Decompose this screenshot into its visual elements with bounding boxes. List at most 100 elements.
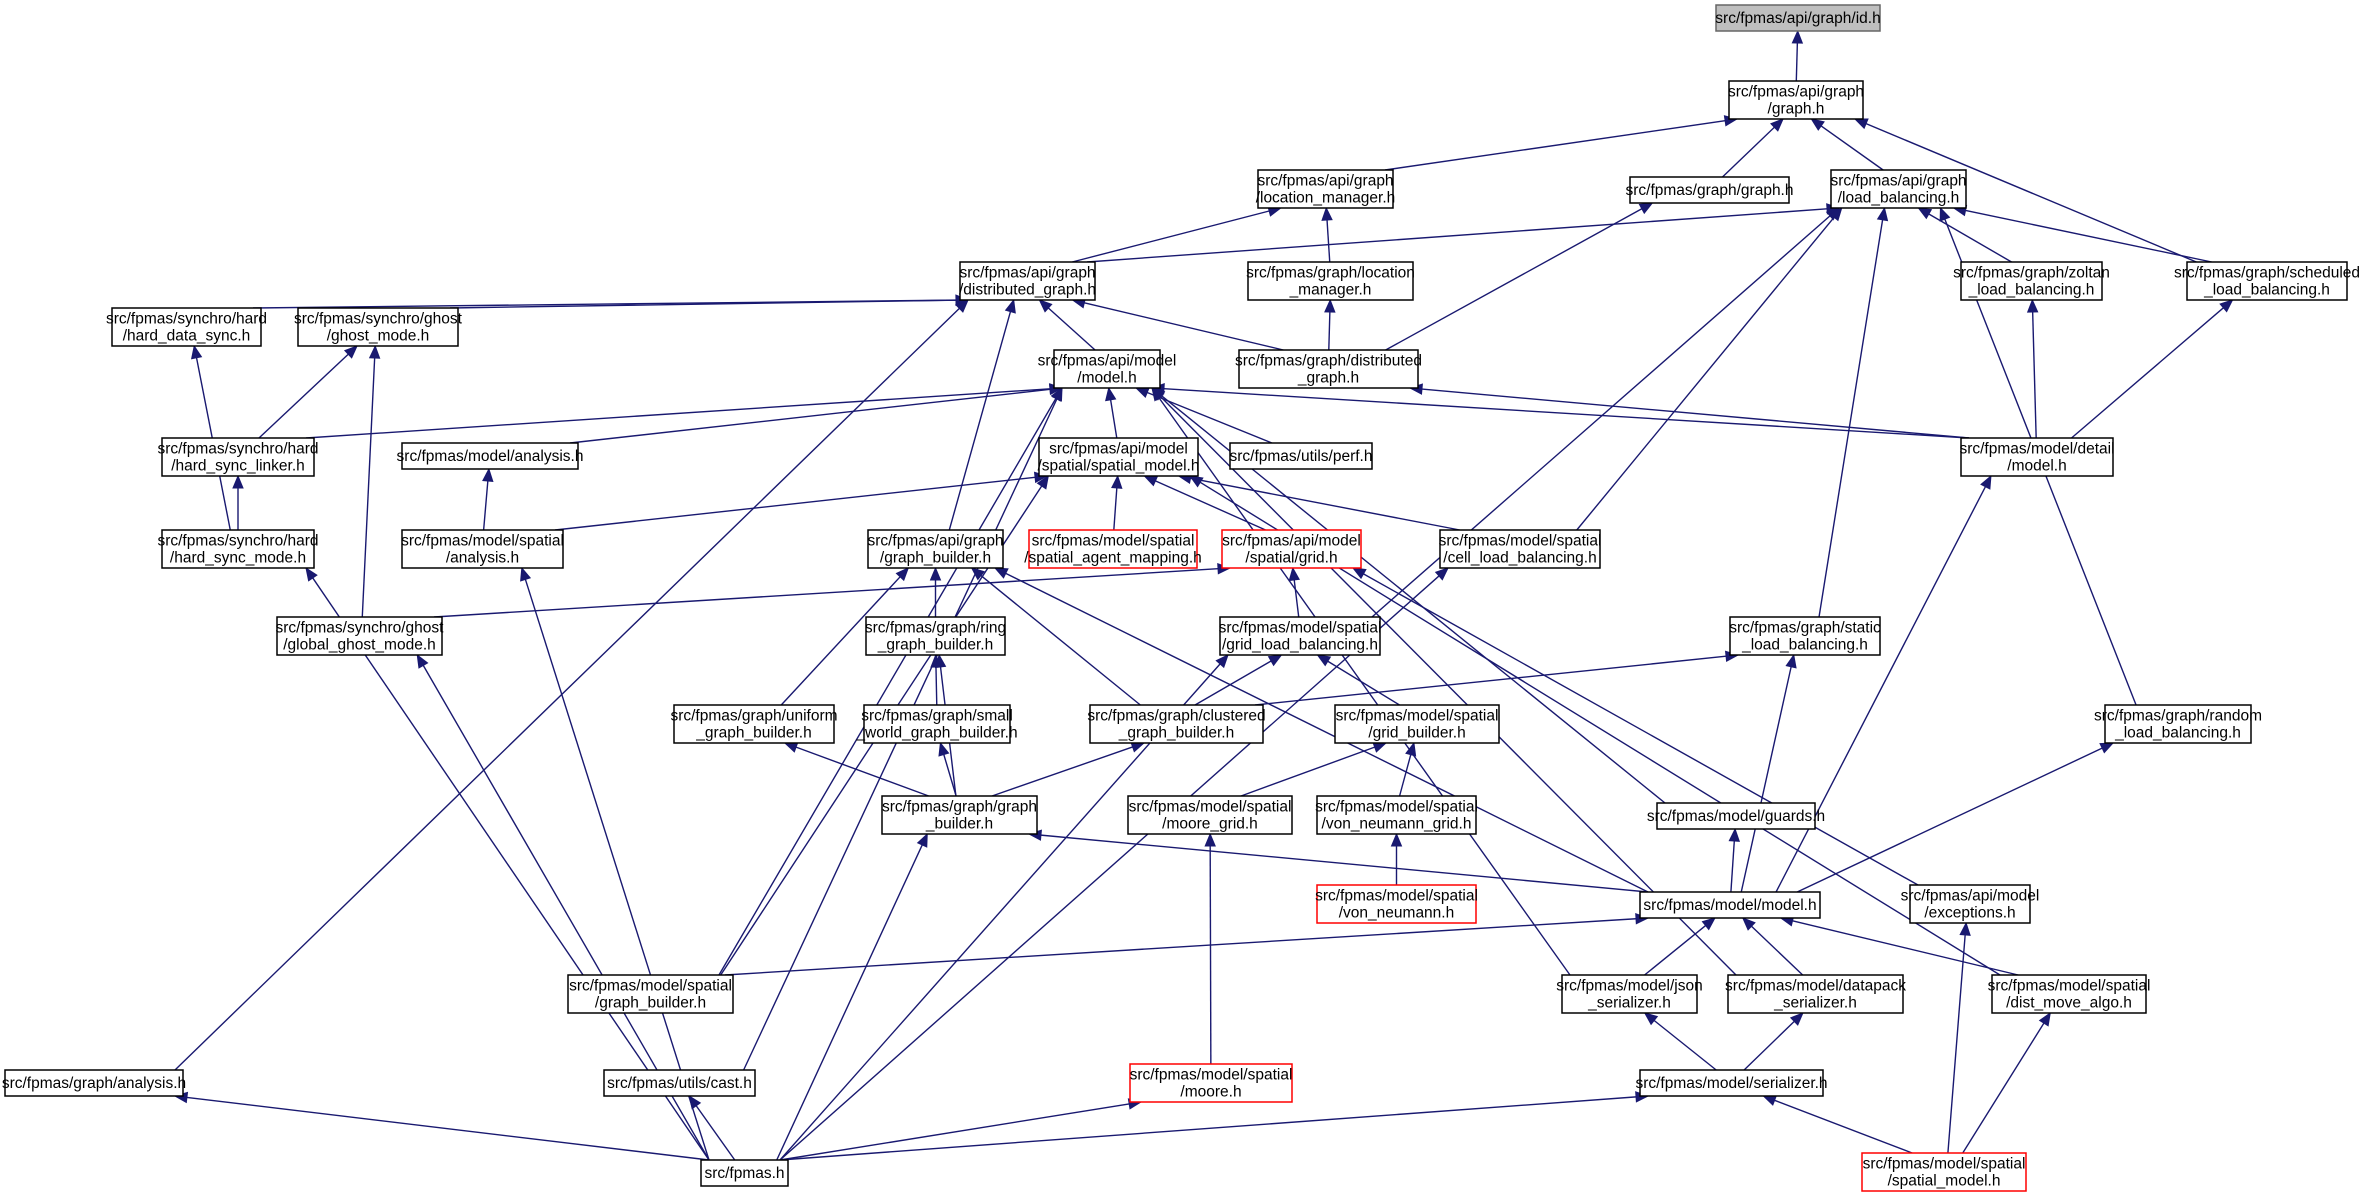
node-box (863, 704, 1011, 744)
node-hard-sync-mode[interactable]: src/fpmas/synchro/hard/hard_sync_mode.h (157, 529, 319, 569)
node-cell-load-balancing[interactable]: src/fpmas/model/spatial/cell_load_balanc… (1439, 529, 1602, 569)
node-random-lb[interactable]: src/fpmas/graph/random_load_balancing.h (2094, 704, 2262, 744)
edge-grid_builder-to-grid_load_balancing (1316, 654, 1400, 706)
node-guards[interactable]: src/fpmas/model/guards.h (1647, 802, 1825, 830)
edge-exceptions-to-api_grid (1351, 567, 1919, 886)
edge-hard_sync_mode-to-hard_sync_linker (232, 474, 244, 530)
edge-cell_load_balancing-to-api_load_balancing (1576, 206, 1843, 531)
node-graph-builder[interactable]: src/fpmas/graph/graph_builder.h (881, 795, 1038, 835)
node-label-line: src/fpmas/synchro/hard (157, 533, 318, 550)
node-moore-grid[interactable]: src/fpmas/model/spatial/moore_grid.h (1127, 795, 1293, 835)
node-api-grid[interactable]: src/fpmas/api/model/spatial/grid.h (1221, 529, 1362, 569)
node-label-line: _manager.h (1289, 282, 1372, 299)
edge-moore-to-moore_grid (1204, 832, 1216, 1065)
node-label-line: src/fpmas/model/analysis.h (397, 448, 584, 465)
node-graph-graph[interactable]: src/fpmas/graph/graph.h (1625, 176, 1794, 204)
node-graph-analysis[interactable]: src/fpmas/graph/analysis.h (2, 1069, 186, 1097)
node-model-model[interactable]: src/fpmas/model/model.h (1639, 891, 1821, 919)
node-label-line: src/fpmas/model/guards.h (1647, 808, 1825, 825)
node-spatial-graph-builder[interactable]: src/fpmas/model/spatial/graph_builder.h (567, 974, 734, 1014)
node-api-spatial-model[interactable]: src/fpmas/api/model/spatial/spatial_mode… (1038, 437, 1200, 477)
node-spatial-agent-mapping[interactable]: src/fpmas/model/spatial/spatial_agent_ma… (1024, 529, 1202, 569)
node-box (1639, 1069, 1824, 1097)
edge-spatial_model-to-serializer (1762, 1095, 1913, 1154)
node-grid-load-balancing[interactable]: src/fpmas/model/spatial/grid_load_balanc… (1219, 616, 1382, 656)
node-utils-cast[interactable]: src/fpmas/utils/cast.h (603, 1069, 756, 1097)
node-hard-data-sync[interactable]: src/fpmas/synchro/hard/hard_data_sync.h (106, 307, 267, 347)
node-label-line: _graph.h (1297, 370, 1359, 387)
edge-global_ghost_mode-to-api_grid (433, 563, 1232, 618)
edge-datapack-to-model_model (1741, 917, 1804, 976)
node-label-line: src/fpmas/graph/random (2094, 708, 2262, 725)
node-box (1960, 261, 2103, 301)
edge-uniform_graph_builder-to-api_graph_builder (780, 567, 910, 706)
edge-moore_grid-to-grid_builder (1240, 741, 1388, 797)
node-fpmas[interactable]: src/fpmas.h (700, 1159, 789, 1187)
edge-graph_graph-to-api_graph (1721, 118, 1784, 178)
node-label-line: src/fpmas/api/graph (1728, 84, 1864, 101)
node-id-h[interactable]: src/fpmas/api/graph/id.h (1715, 4, 1881, 32)
node-uniform-graph-builder[interactable]: src/fpmas/graph/uniform_graph_builder.h (670, 704, 838, 744)
node-box (603, 1069, 756, 1097)
node-json-serializer[interactable]: src/fpmas/model/json_serializer.h (1556, 974, 1703, 1014)
edge-fpmas-to-graph_builder (776, 832, 928, 1161)
node-box (881, 795, 1038, 835)
node-model-detail[interactable]: src/fpmas/model/detail/model.h (1959, 437, 2115, 477)
edge-graph_builder-to-clustered (991, 741, 1146, 797)
edge-graph_distributed-to-graph_graph (1385, 202, 1654, 351)
node-moore[interactable]: src/fpmas/model/spatial/moore.h (1129, 1063, 1293, 1103)
node-box (401, 442, 579, 470)
edge-api_graph_builder-to-api_distributed_graph (948, 298, 1016, 531)
node-box (1229, 442, 1373, 470)
node-static-load-balancing[interactable]: src/fpmas/graph/static_load_balancing.h (1729, 616, 1881, 656)
node-api-model[interactable]: src/fpmas/api/model/model.h (1038, 349, 1177, 389)
node-hard-sync-linker[interactable]: src/fpmas/synchro/hard/hard_sync_linker.… (157, 437, 319, 477)
edge-graph_builder-to-uniform_graph_builder (783, 741, 929, 797)
edge-dist_move_algo-to-model_model (1779, 915, 2019, 976)
node-datapack[interactable]: src/fpmas/model/datapack_serializer.h (1725, 974, 1906, 1014)
node-small-world[interactable]: src/fpmas/graph/small_world_graph_builde… (855, 704, 1018, 744)
node-label-line: src/fpmas/utils/cast.h (607, 1075, 752, 1092)
node-von-neumann[interactable]: src/fpmas/model/spatial/von_neumann.h (1315, 884, 1478, 924)
node-ghost-mode[interactable]: src/fpmas/synchro/ghost/ghost_mode.h (294, 307, 463, 347)
node-api-distributed-graph[interactable]: src/fpmas/api/graph/distributed_graph.h (959, 261, 1096, 301)
node-von-neumann-grid[interactable]: src/fpmas/model/spatial/von_neumann_grid… (1315, 795, 1478, 835)
node-graph-zoltan[interactable]: src/fpmas/graph/zoltan_load_balancing.h (1953, 261, 2110, 301)
node-label-line: /grid_load_balancing.h (1222, 637, 1378, 654)
edge-api_distributed_graph-to-api_location_manager (1072, 205, 1283, 263)
node-label-line: /hard_sync_linker.h (171, 458, 305, 475)
node-graph-location-manager[interactable]: src/fpmas/graph/location_manager.h (1246, 261, 1415, 301)
node-label-line: src/fpmas/model/model.h (1643, 897, 1816, 914)
node-label-line: src/fpmas/model/spatial (1032, 533, 1195, 550)
edge-api_grid-to-api_spatial_model (1143, 475, 1266, 531)
node-ring-graph-builder[interactable]: src/fpmas/graph/ring_graph_builder.h (865, 616, 1006, 656)
node-label-line: src/fpmas/model/spatial (569, 978, 732, 995)
node-exceptions[interactable]: src/fpmas/api/model/exceptions.h (1901, 884, 2040, 924)
node-api-location-manager[interactable]: src/fpmas/api/graph/location_manager.h (1256, 169, 1396, 209)
node-box (1728, 80, 1864, 120)
node-model-analysis[interactable]: src/fpmas/model/analysis.h (397, 442, 584, 470)
node-utils-perf[interactable]: src/fpmas/utils/perf.h (1229, 442, 1373, 470)
node-label-line: /hard_sync_mode.h (170, 550, 306, 567)
node-box (867, 529, 1004, 569)
node-box (1861, 1152, 2027, 1192)
node-label-line: /von_neumann.h (1339, 905, 1454, 922)
node-spatial-model[interactable]: src/fpmas/model/spatial/spatial_model.h (1861, 1152, 2027, 1192)
node-api-graph[interactable]: src/fpmas/api/graph/graph.h (1728, 80, 1864, 120)
node-serializer[interactable]: src/fpmas/model/serializer.h (1635, 1069, 1828, 1097)
node-clustered[interactable]: src/fpmas/graph/clustered_graph_builder.… (1087, 704, 1266, 744)
edge-datapack-to-api_model (1151, 387, 1737, 976)
node-dist-move-algo[interactable]: src/fpmas/model/spatial/dist_move_algo.h (1988, 974, 2151, 1014)
node-api-graph-builder[interactable]: src/fpmas/api/graph/graph_builder.h (867, 529, 1004, 569)
node-box (567, 974, 734, 1014)
node-box (276, 616, 443, 656)
node-spatial-analysis[interactable]: src/fpmas/model/spatial/analysis.h (401, 529, 564, 569)
edge-model_detail-to-api_model (1150, 383, 1970, 439)
node-box (1991, 974, 2147, 1014)
node-grid-builder[interactable]: src/fpmas/model/spatial/grid_builder.h (1334, 704, 1500, 744)
node-api-load-balancing[interactable]: src/fpmas/api/graph/load_balancing.h (1830, 169, 1967, 209)
node-graph-distributed[interactable]: src/fpmas/graph/distributed_graph.h (1235, 349, 1422, 389)
node-graph-scheduled[interactable]: src/fpmas/graph/scheduled_load_balancing… (2174, 261, 2360, 301)
node-global-ghost-mode[interactable]: src/fpmas/synchro/ghost/global_ghost_mod… (276, 616, 445, 656)
node-label-line: _graph_builder.h (695, 725, 812, 742)
